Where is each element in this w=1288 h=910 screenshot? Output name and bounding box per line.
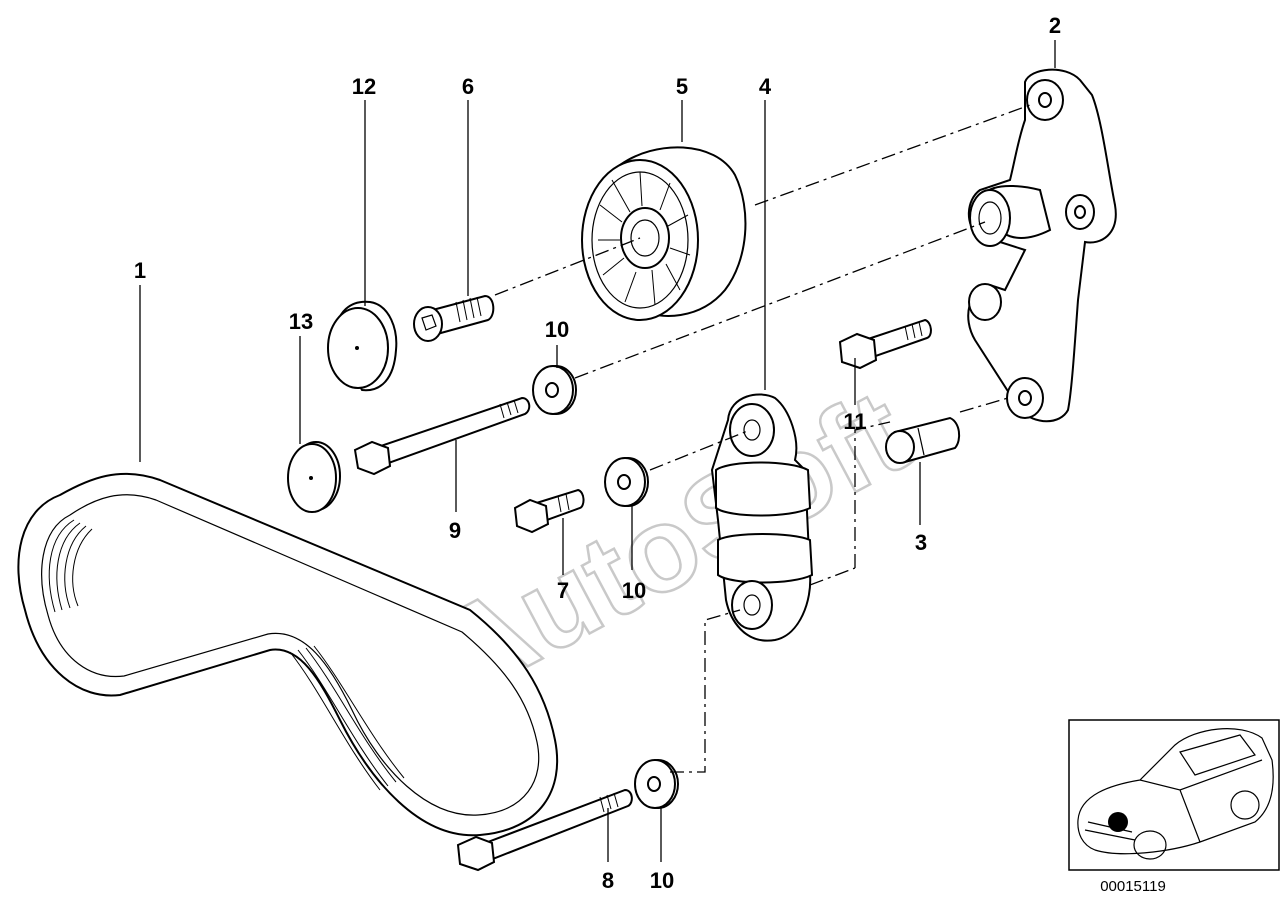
cover-cap-large bbox=[327, 300, 398, 392]
callout-7: 7 bbox=[557, 578, 569, 603]
callout-1: 1 bbox=[134, 258, 146, 283]
callout-4: 4 bbox=[759, 74, 772, 99]
belt bbox=[17, 472, 559, 837]
car-locator-icon bbox=[1068, 719, 1280, 871]
callout-6: 6 bbox=[462, 74, 474, 99]
callout-13: 13 bbox=[289, 309, 313, 334]
belt-tensioner bbox=[710, 393, 814, 642]
callout-10-middle: 10 bbox=[622, 578, 646, 603]
reference-number: 00015119 bbox=[1100, 878, 1166, 895]
locator-dot bbox=[1108, 812, 1128, 832]
callout-9: 9 bbox=[449, 518, 461, 543]
washer-middle bbox=[604, 457, 649, 507]
tensioner-bracket bbox=[967, 68, 1117, 423]
cap-screw bbox=[413, 294, 495, 342]
sleeve bbox=[885, 416, 961, 464]
long-hex-bolt-9 bbox=[353, 396, 531, 476]
washer-lower bbox=[634, 759, 679, 809]
leader-lines bbox=[139, 40, 1056, 862]
callout-5: 5 bbox=[676, 74, 688, 99]
callout-11: 11 bbox=[843, 409, 866, 434]
callout-2: 2 bbox=[1049, 13, 1061, 38]
callout-10-upper: 10 bbox=[545, 317, 569, 342]
callout-8: 8 bbox=[602, 868, 614, 893]
callout-10-lower: 10 bbox=[650, 868, 674, 893]
callouts: 1 2 3 4 5 6 12 13 10 9 7 10 11 8 10 bbox=[134, 13, 1061, 893]
callout-3: 3 bbox=[915, 530, 927, 555]
washer-upper bbox=[532, 365, 577, 415]
short-hex-bolt-11 bbox=[838, 318, 932, 370]
cover-cap-small bbox=[287, 441, 341, 513]
callout-12: 12 bbox=[352, 74, 376, 99]
idler-pulley bbox=[581, 146, 747, 321]
short-hex-bolt-7 bbox=[513, 488, 585, 534]
assembly-lines bbox=[494, 104, 1031, 773]
long-hex-bolt-8 bbox=[456, 788, 633, 872]
